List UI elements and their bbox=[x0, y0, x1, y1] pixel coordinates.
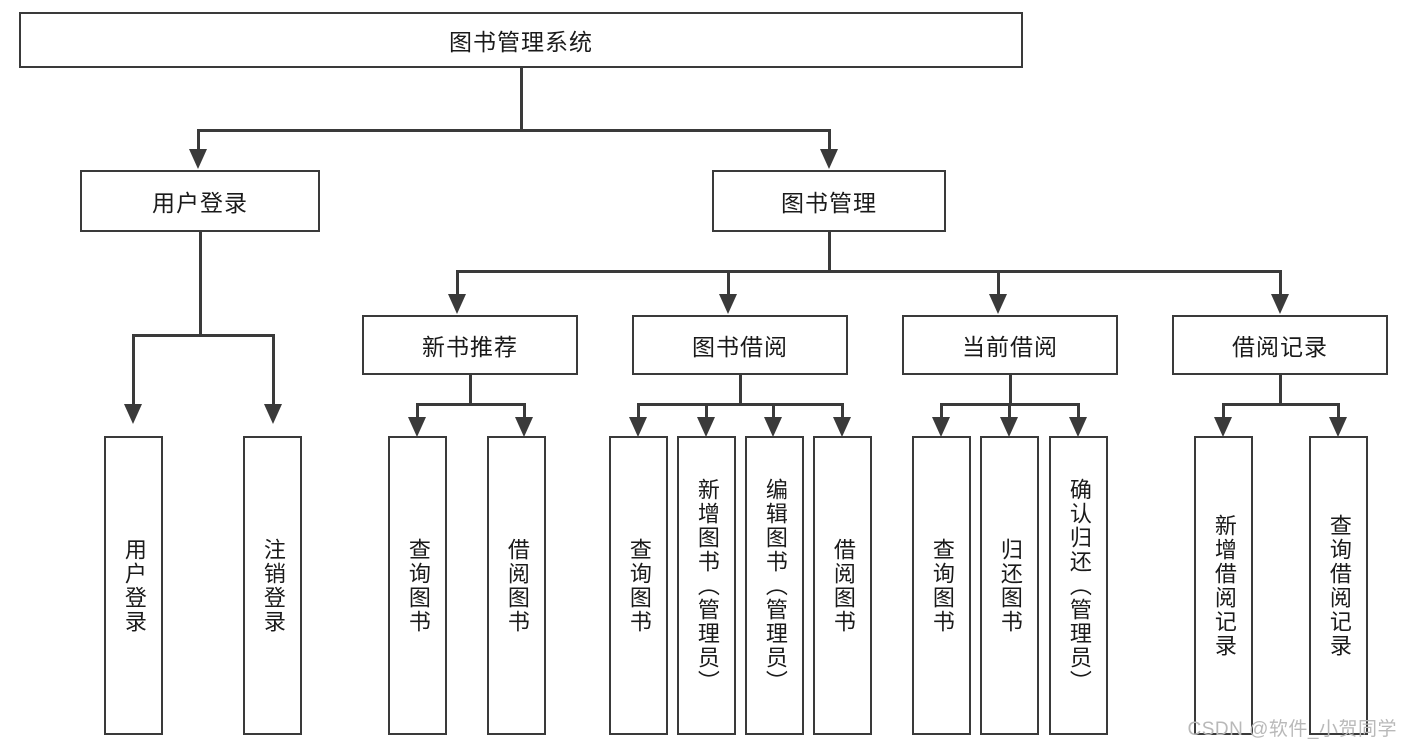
arrow-to-new-book-recommend bbox=[448, 294, 466, 314]
connector-bb-drop-4 bbox=[841, 403, 844, 421]
connector-level3-drop-1 bbox=[456, 270, 459, 298]
node-leaf-borrow-book-2[interactable]: 借阅图书 bbox=[813, 436, 872, 735]
node-book-borrow[interactable]: 图书借阅 bbox=[632, 315, 848, 375]
arrow-to-leaf-add-book bbox=[697, 417, 715, 437]
connector-nbr-bus bbox=[416, 403, 526, 406]
arrow-to-leaf-query-record bbox=[1329, 417, 1347, 437]
connector-br-stem bbox=[1279, 375, 1282, 405]
arrow-to-leaf-borrow-book-1 bbox=[515, 417, 533, 437]
node-leaf-query-record-label: 查询借阅记录 bbox=[1326, 513, 1352, 658]
connector-nbr-drop-2 bbox=[523, 403, 526, 421]
node-leaf-add-record[interactable]: 新增借阅记录 bbox=[1194, 436, 1253, 735]
connector-br-bus bbox=[1222, 403, 1340, 406]
node-leaf-add-book-label: 新增图书（管理员） bbox=[694, 477, 720, 694]
node-leaf-add-record-label: 新增借阅记录 bbox=[1211, 513, 1237, 658]
connector-user-login-bus bbox=[132, 334, 275, 337]
node-leaf-return-book-label: 归还图书 bbox=[997, 537, 1023, 634]
connector-cb-stem bbox=[1009, 375, 1012, 405]
node-leaf-user-login-label: 用户登录 bbox=[121, 537, 147, 634]
connector-bb-drop-1 bbox=[637, 403, 640, 421]
node-leaf-query-book-3[interactable]: 查询图书 bbox=[912, 436, 971, 735]
node-leaf-borrow-book-1-label: 借阅图书 bbox=[504, 537, 530, 634]
connector-nbr-stem bbox=[469, 375, 472, 405]
arrow-to-leaf-query-book-1 bbox=[408, 417, 426, 437]
node-new-book-recommend-label: 新书推荐 bbox=[422, 334, 518, 360]
node-book-manage[interactable]: 图书管理 bbox=[712, 170, 946, 232]
arrow-to-user-login bbox=[189, 149, 207, 169]
node-leaf-query-book-3-label: 查询图书 bbox=[929, 537, 955, 634]
connector-level3-drop-3 bbox=[997, 270, 1000, 298]
node-leaf-borrow-book-2-label: 借阅图书 bbox=[830, 537, 856, 634]
connector-user-login-stem bbox=[199, 232, 202, 336]
node-user-login-label: 用户登录 bbox=[152, 190, 248, 216]
connector-root-drop-left bbox=[197, 129, 200, 151]
arrow-to-leaf-borrow-book-2 bbox=[833, 417, 851, 437]
node-new-book-recommend[interactable]: 新书推荐 bbox=[362, 315, 578, 375]
connector-bb-stem bbox=[739, 375, 742, 405]
node-leaf-query-book-1-label: 查询图书 bbox=[405, 537, 431, 634]
node-leaf-query-book-1[interactable]: 查询图书 bbox=[388, 436, 447, 735]
node-borrow-record[interactable]: 借阅记录 bbox=[1172, 315, 1388, 375]
node-leaf-borrow-book-1[interactable]: 借阅图书 bbox=[487, 436, 546, 735]
node-leaf-add-book[interactable]: 新增图书（管理员） bbox=[677, 436, 736, 735]
csdn-watermark: CSDN @软件_小贺同学 bbox=[1187, 719, 1397, 740]
connector-cb-drop-1 bbox=[940, 403, 943, 421]
arrow-to-book-manage bbox=[820, 149, 838, 169]
node-leaf-confirm-return-label: 确认归还（管理员） bbox=[1066, 477, 1092, 694]
arrow-to-borrow-record bbox=[1271, 294, 1289, 314]
node-leaf-edit-book[interactable]: 编辑图书（管理员） bbox=[745, 436, 804, 735]
connector-level3-drop-4 bbox=[1279, 270, 1282, 298]
arrow-to-leaf-user-login bbox=[124, 404, 142, 424]
connector-book-manage-stem bbox=[828, 232, 831, 272]
connector-book-manage-bus bbox=[456, 270, 1282, 273]
arrow-to-current-borrow bbox=[989, 294, 1007, 314]
arrow-to-leaf-query-book-2 bbox=[629, 417, 647, 437]
node-leaf-confirm-return[interactable]: 确认归还（管理员） bbox=[1049, 436, 1108, 735]
connector-cb-drop-3 bbox=[1077, 403, 1080, 421]
arrow-to-leaf-add-record bbox=[1214, 417, 1232, 437]
connector-bb-drop-3 bbox=[772, 403, 775, 421]
node-leaf-edit-book-label: 编辑图书（管理员） bbox=[762, 477, 788, 694]
node-root-label: 图书管理系统 bbox=[449, 29, 593, 55]
node-borrow-record-label: 借阅记录 bbox=[1232, 334, 1328, 360]
arrow-to-book-borrow bbox=[719, 294, 737, 314]
connector-user-login-drop-1 bbox=[132, 334, 135, 406]
node-leaf-user-login[interactable]: 用户登录 bbox=[104, 436, 163, 735]
node-leaf-return-book[interactable]: 归还图书 bbox=[980, 436, 1039, 735]
arrow-to-leaf-return-book bbox=[1000, 417, 1018, 437]
node-leaf-logout-login-label: 注销登录 bbox=[260, 537, 286, 634]
node-root[interactable]: 图书管理系统 bbox=[19, 12, 1023, 68]
node-leaf-query-book-2[interactable]: 查询图书 bbox=[609, 436, 668, 735]
arrow-to-leaf-logout-login bbox=[264, 404, 282, 424]
connector-cb-drop-2 bbox=[1008, 403, 1011, 421]
connector-level3-drop-2 bbox=[727, 270, 730, 298]
node-leaf-query-book-2-label: 查询图书 bbox=[626, 537, 652, 634]
connector-nbr-drop-1 bbox=[416, 403, 419, 421]
connector-root-bus bbox=[197, 129, 831, 132]
connector-user-login-drop-2 bbox=[272, 334, 275, 406]
node-current-borrow-label: 当前借阅 bbox=[962, 334, 1058, 360]
connector-root-drop-right bbox=[828, 129, 831, 151]
node-book-manage-label: 图书管理 bbox=[781, 190, 877, 216]
node-leaf-logout-login[interactable]: 注销登录 bbox=[243, 436, 302, 735]
node-book-borrow-label: 图书借阅 bbox=[692, 334, 788, 360]
arrow-to-leaf-query-book-3 bbox=[932, 417, 950, 437]
node-current-borrow[interactable]: 当前借阅 bbox=[902, 315, 1118, 375]
connector-br-drop-2 bbox=[1337, 403, 1340, 421]
connector-root-stem bbox=[520, 68, 523, 130]
connector-bb-bus bbox=[637, 403, 844, 406]
connector-br-drop-1 bbox=[1222, 403, 1225, 421]
arrow-to-leaf-edit-book bbox=[764, 417, 782, 437]
arrow-to-leaf-confirm-return bbox=[1069, 417, 1087, 437]
connector-bb-drop-2 bbox=[705, 403, 708, 421]
node-leaf-query-record[interactable]: 查询借阅记录 bbox=[1309, 436, 1368, 735]
node-user-login[interactable]: 用户登录 bbox=[80, 170, 320, 232]
